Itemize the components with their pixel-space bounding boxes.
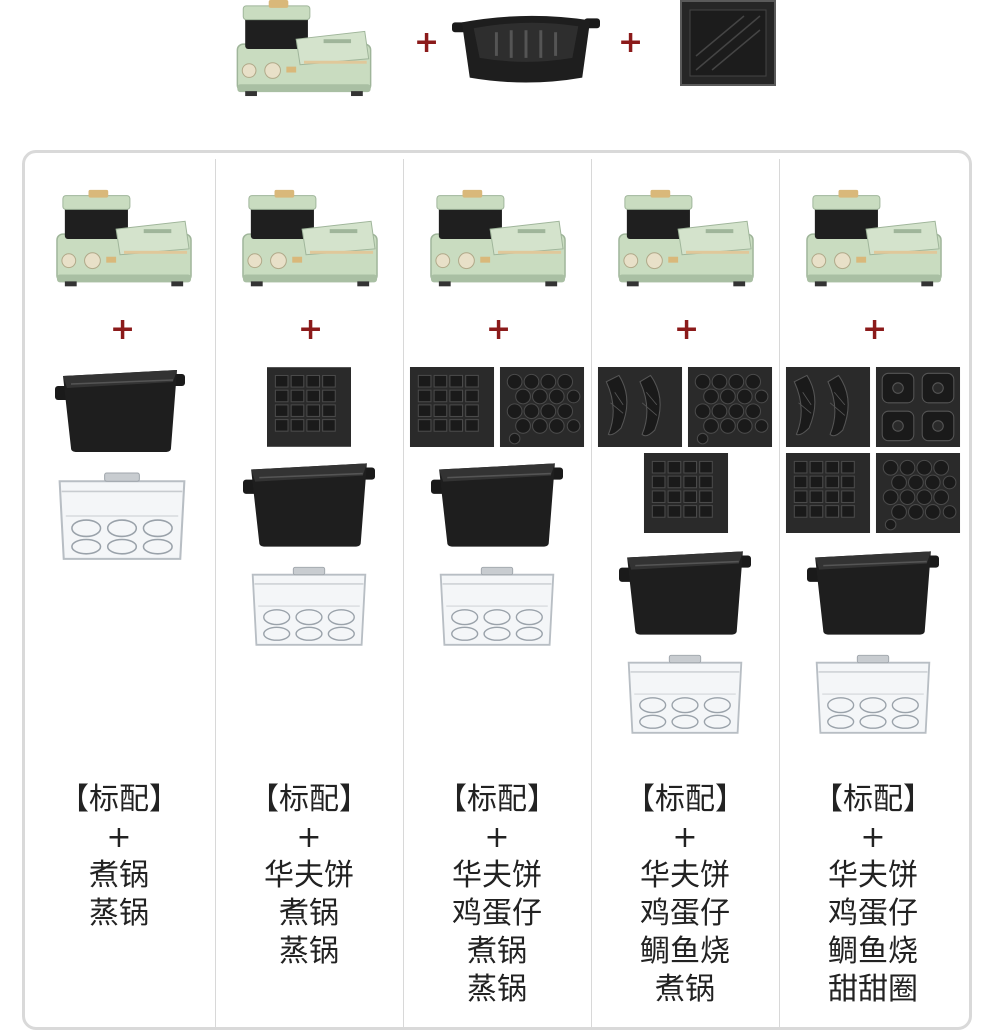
header-plus-1: + (414, 25, 440, 60)
label-line: 煮锅 (655, 972, 715, 1007)
boiling-pot-image (807, 545, 939, 637)
combo-column-3: + 【标配】 + 华夫饼 鸡蛋仔 煮锅 蒸锅 (403, 153, 591, 1007)
steamer-image (813, 653, 933, 737)
steamer-image (625, 653, 745, 737)
combo-label-3: 【标配】 + 华夫饼 鸡蛋仔 煮锅 蒸锅 (403, 781, 591, 1009)
label-line: 蒸锅 (279, 934, 339, 969)
boiling-pot-image (55, 363, 185, 455)
waffle-plate-image (643, 453, 729, 533)
label-line: 蒸锅 (467, 972, 527, 1007)
steamer-image (437, 565, 557, 649)
column-plus: + (486, 312, 512, 347)
header-appliance (228, 0, 380, 98)
header-grill-pan (452, 8, 600, 88)
column-divider (215, 159, 216, 1027)
appliance-image (241, 189, 379, 289)
combo-label-4: 【标配】 + 华夫饼 鸡蛋仔 鲷鱼烧 煮锅 (591, 781, 779, 1009)
combo-label-2: 【标配】 + 华夫饼 煮锅 蒸锅 (215, 781, 403, 971)
column-divider (591, 159, 592, 1027)
label-line: + (106, 820, 132, 855)
label-line: 华夫饼 (264, 858, 354, 893)
label-line: 【标配】 (625, 782, 745, 817)
combo-comparison-panel: + 【标配】 + 煮锅 蒸锅 + 【标配】 + 华夫饼 (22, 150, 972, 1030)
label-line: 鸡蛋仔 (640, 896, 730, 931)
label-line: + (296, 820, 322, 855)
appliance-image (55, 189, 193, 289)
boiling-pot-image (431, 457, 563, 549)
steamer-image (55, 471, 189, 563)
combo-label-5: 【标配】 + 华夫饼 鸡蛋仔 鲷鱼烧 甜甜圈 (779, 781, 967, 1009)
boiling-pot-image (619, 545, 751, 637)
label-line: 华夫饼 (640, 858, 730, 893)
egg-puff-plate-image (499, 367, 585, 447)
header-plus-2: + (618, 25, 644, 60)
waffle-plate-image (267, 367, 351, 447)
combo-column-1: + 【标配】 + 煮锅 蒸锅 (25, 153, 213, 1003)
taiyaki-plate-image (597, 367, 683, 447)
waffle-plate-image (785, 453, 871, 533)
taiyaki-plate-image (785, 367, 871, 447)
column-divider (779, 159, 780, 1027)
label-line: + (860, 820, 886, 855)
label-line: 蒸锅 (89, 896, 149, 931)
column-plus: + (110, 312, 136, 347)
label-line: + (672, 820, 698, 855)
combo-column-4: + 【标配】 + 华夫饼 鸡蛋仔 鲷鱼烧 煮锅 (591, 153, 779, 1007)
column-plus: + (674, 312, 700, 347)
label-line: 【标配】 (59, 782, 179, 817)
label-line: 华夫饼 (452, 858, 542, 893)
waffle-plate-image (409, 367, 495, 447)
label-line: 鲷鱼烧 (828, 934, 918, 969)
column-plus: + (298, 312, 324, 347)
column-divider (403, 159, 404, 1027)
label-line: 鸡蛋仔 (828, 896, 918, 931)
label-line: 【标配】 (249, 782, 369, 817)
appliance-image (617, 189, 755, 289)
label-line: 煮锅 (467, 934, 527, 969)
steamer-image (249, 565, 369, 649)
label-line: 煮锅 (279, 896, 339, 931)
egg-puff-plate-image (875, 453, 961, 533)
donut-plate-image (875, 367, 961, 447)
label-line: 煮锅 (89, 858, 149, 893)
label-line: 鸡蛋仔 (452, 896, 542, 931)
combo-column-5: + 【标配】 + 华夫饼 鸡蛋仔 鲷鱼烧 甜甜圈 (779, 153, 967, 1007)
combo-column-2: + 【标配】 + 华夫饼 煮锅 蒸锅 (215, 153, 403, 1003)
label-line: + (484, 820, 510, 855)
appliance-image (429, 189, 567, 289)
label-line: 华夫饼 (828, 858, 918, 893)
label-line: 鲷鱼烧 (640, 934, 730, 969)
egg-puff-plate-image (687, 367, 773, 447)
appliance-image (805, 189, 943, 289)
column-plus: + (862, 312, 888, 347)
label-line: 【标配】 (437, 782, 557, 817)
boiling-pot-image (243, 457, 375, 549)
label-line: 甜甜圈 (828, 972, 918, 1007)
combo-label-1: 【标配】 + 煮锅 蒸锅 (25, 781, 213, 933)
label-line: 【标配】 (813, 782, 933, 817)
header-flat-plate (680, 0, 776, 86)
